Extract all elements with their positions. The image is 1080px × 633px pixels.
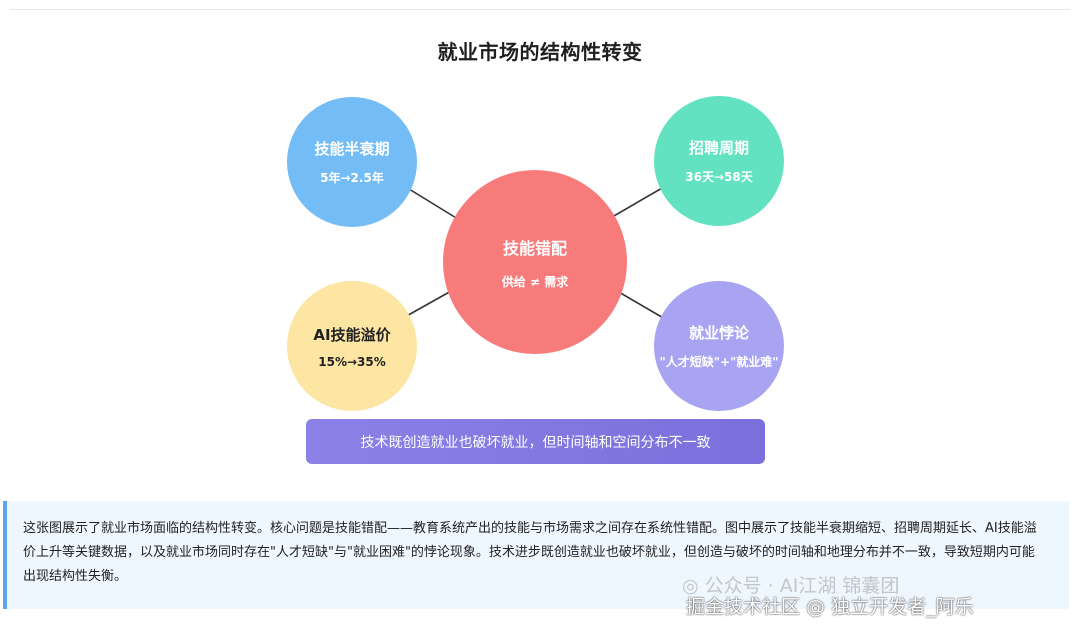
node-hiring-cycle: 招聘周期 36天→58天 [654,96,784,226]
node-value: 15%→35% [318,354,386,369]
center-node-value: 供给 ≠ 需求 [501,274,569,289]
wechat-watermark: ◎ 公众号 · AI江湖 锦囊团 [682,575,900,597]
description-text: 这张图展示了就业市场面临的结构性转变。核心问题是技能错配——教育系统产出的技能与… [23,521,1037,584]
node-skill-half-life: 技能半衰期 5年→2.5年 [287,97,417,227]
juejin-watermark: 掘金技术社区 @ 独立开发者_阿乐 [686,596,974,618]
node-employment-paradox: 就业悖论 "人才短缺"+"就业难" [654,281,784,411]
node-ai-skill-premium: AI技能溢价 15%→35% [287,281,417,411]
node-name: 技能半衰期 [314,140,390,158]
description-box: 这张图展示了就业市场面临的结构性转变。核心问题是技能错配——教育系统产出的技能与… [3,501,1069,609]
diagram-title: 就业市场的结构性转变 [437,40,643,64]
center-node-name: 技能错配 [502,238,567,258]
node-name: 就业悖论 [688,324,749,342]
node-name: 招聘周期 [688,139,749,157]
center-node-skill-mismatch: 技能错配 供给 ≠ 需求 [443,170,627,354]
node-name: AI技能溢价 [313,325,391,344]
node-value: 5年→2.5年 [320,171,384,185]
top-divider [10,9,1070,10]
node-value: 36天→58天 [685,170,753,184]
node-value: "人才短缺"+"就业难" [659,355,779,369]
summary-banner: 技术既创造就业也破坏就业，但时间轴和空间分布不一致 [306,419,765,464]
